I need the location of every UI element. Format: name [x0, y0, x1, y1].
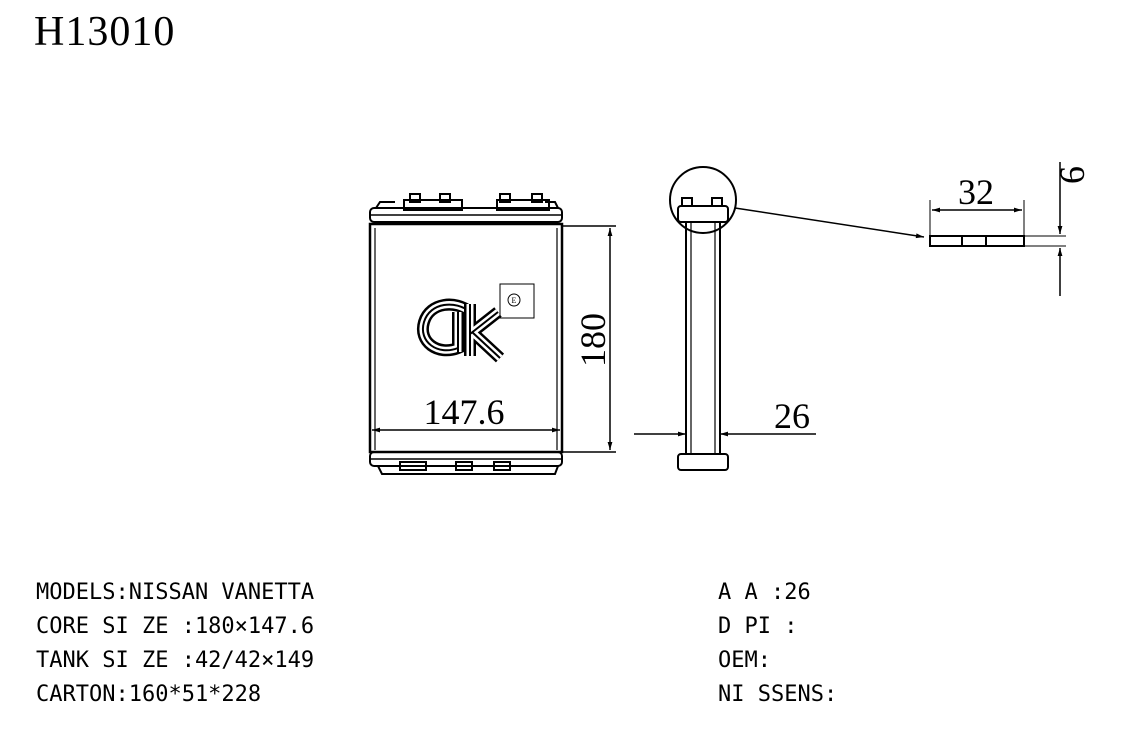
spec-core-size: CORE SI ZE :180×147.6	[36, 614, 315, 639]
height-label: 180	[573, 313, 613, 367]
specs-right: A A :26 D PI : OEM: NI SSENS:	[718, 576, 837, 712]
tube-width-label: 32	[958, 172, 994, 212]
registered-mark: E	[512, 296, 517, 305]
width-label: 147.6	[424, 392, 505, 432]
spec-models: MODELS:NISSAN VANETTA	[36, 580, 315, 605]
front-view	[368, 193, 564, 475]
spec-oem: OEM:	[718, 648, 771, 673]
spec-dpi: D PI :	[718, 614, 798, 639]
spec-aa: A A :26	[718, 580, 811, 605]
side-view	[669, 166, 737, 471]
spec-tank-size: TANK SI ZE :42/42×149	[36, 648, 315, 673]
depth-label: 26	[774, 396, 810, 436]
spec-nissens: NI SSENS:	[718, 682, 838, 707]
specs-left: MODELS:NISSAN VANETTA CORE SI ZE :180×14…	[36, 576, 314, 712]
height-dimension	[562, 225, 616, 453]
tube-thickness-label: 6	[1052, 166, 1092, 184]
spec-carton: CARTON:160*51*228	[36, 682, 262, 707]
tube-detail	[929, 162, 1066, 296]
part-number-title: H13010	[34, 9, 176, 55]
ck-logo	[416, 283, 535, 363]
detail-leader	[734, 207, 925, 239]
